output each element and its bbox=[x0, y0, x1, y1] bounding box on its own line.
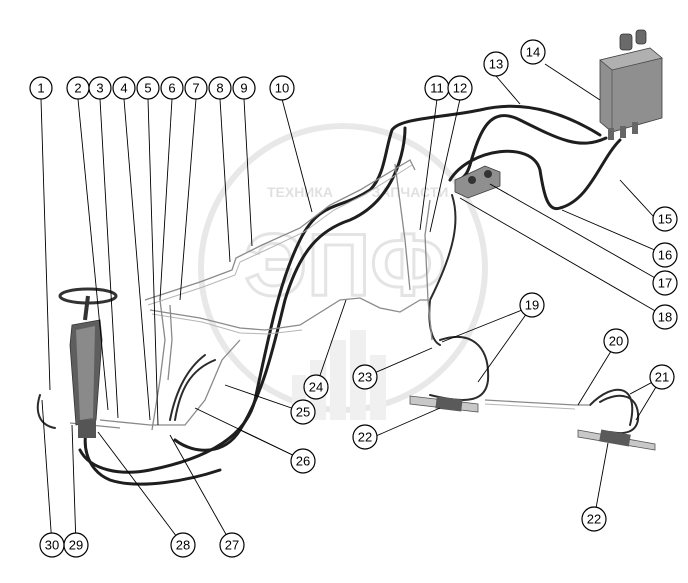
watermark-line1: ТЕХНИКА bbox=[267, 184, 333, 200]
callout-label: 20 bbox=[609, 334, 623, 349]
callout-label: 18 bbox=[658, 310, 672, 325]
callout-label: 11 bbox=[430, 81, 444, 96]
hydraulic-hoses bbox=[36, 104, 640, 486]
callout-label: 7 bbox=[192, 81, 199, 96]
callout-label: 28 bbox=[176, 538, 190, 553]
callout-label: 19 bbox=[525, 298, 539, 313]
leader-lines bbox=[40, 63, 665, 546]
oil-tank bbox=[599, 29, 663, 140]
callout-label: 26 bbox=[296, 454, 310, 469]
callout-27: 27 bbox=[219, 532, 245, 558]
callout-label: 27 bbox=[225, 538, 239, 553]
callout-20: 20 bbox=[603, 328, 629, 354]
callout-8: 8 bbox=[208, 76, 232, 100]
callout-23: 23 bbox=[352, 364, 378, 390]
watermark-line2: ЗАПЧАСТИ bbox=[372, 184, 449, 200]
callout-11: 11 bbox=[424, 75, 450, 101]
callout-label: 4 bbox=[120, 81, 127, 96]
callout-label: 23 bbox=[358, 370, 372, 385]
callout-label: 17 bbox=[658, 276, 672, 291]
callout-19: 19 bbox=[519, 292, 545, 318]
callout-9: 9 bbox=[232, 76, 256, 100]
callout-label: 10 bbox=[275, 81, 289, 96]
callout-22-lower: 22 bbox=[581, 506, 607, 532]
callout-label: 14 bbox=[526, 45, 540, 60]
callout-15: 15 bbox=[652, 206, 678, 232]
callout-label: 29 bbox=[69, 538, 83, 553]
callout-30: 30 bbox=[39, 532, 65, 558]
callout-14: 14 bbox=[520, 39, 546, 65]
callout-7: 7 bbox=[184, 76, 208, 100]
callout-label: 6 bbox=[168, 81, 175, 96]
callout-label: 1 bbox=[37, 81, 44, 96]
callout-label: 8 bbox=[216, 81, 223, 96]
callout-18: 18 bbox=[652, 304, 678, 330]
callout-label: 5 bbox=[144, 81, 151, 96]
callout-label: 25 bbox=[296, 405, 310, 420]
callout-label: 22 bbox=[587, 512, 601, 527]
callout-13: 13 bbox=[483, 51, 509, 77]
callout-5: 5 bbox=[136, 76, 160, 100]
callout-3: 3 bbox=[88, 76, 112, 100]
callout-6: 6 bbox=[160, 76, 184, 100]
callout-1: 1 bbox=[29, 76, 53, 100]
callout-22: 22 bbox=[352, 424, 378, 450]
callout-28: 28 bbox=[170, 532, 196, 558]
callout-label: 16 bbox=[658, 248, 672, 263]
callout-29: 29 bbox=[63, 532, 89, 558]
callout-16: 16 bbox=[652, 242, 678, 268]
callout-label: 12 bbox=[453, 81, 467, 96]
callout-2: 2 bbox=[66, 76, 90, 100]
callout-label: 13 bbox=[489, 57, 503, 72]
callout-label: 24 bbox=[309, 380, 323, 395]
callout-label: 22 bbox=[358, 430, 372, 445]
callout-label: 9 bbox=[240, 81, 247, 96]
callout-12: 12 bbox=[447, 75, 473, 101]
callout-4: 4 bbox=[112, 76, 136, 100]
callout-24: 24 bbox=[303, 374, 329, 400]
callout-21: 21 bbox=[649, 364, 675, 390]
callout-label: 3 bbox=[96, 81, 103, 96]
callout-label: 21 bbox=[655, 370, 669, 385]
callout-label: 15 bbox=[658, 212, 672, 227]
callout-17: 17 bbox=[652, 270, 678, 296]
callout-label: 30 bbox=[45, 538, 59, 553]
cylinders bbox=[409, 395, 656, 451]
callout-10: 10 bbox=[269, 75, 295, 101]
callout-26: 26 bbox=[290, 448, 316, 474]
steel-tubes bbox=[69, 159, 590, 431]
callout-25: 25 bbox=[290, 399, 316, 425]
steering-column bbox=[58, 287, 118, 438]
valve-block bbox=[454, 165, 501, 199]
callout-label: 2 bbox=[74, 81, 81, 96]
